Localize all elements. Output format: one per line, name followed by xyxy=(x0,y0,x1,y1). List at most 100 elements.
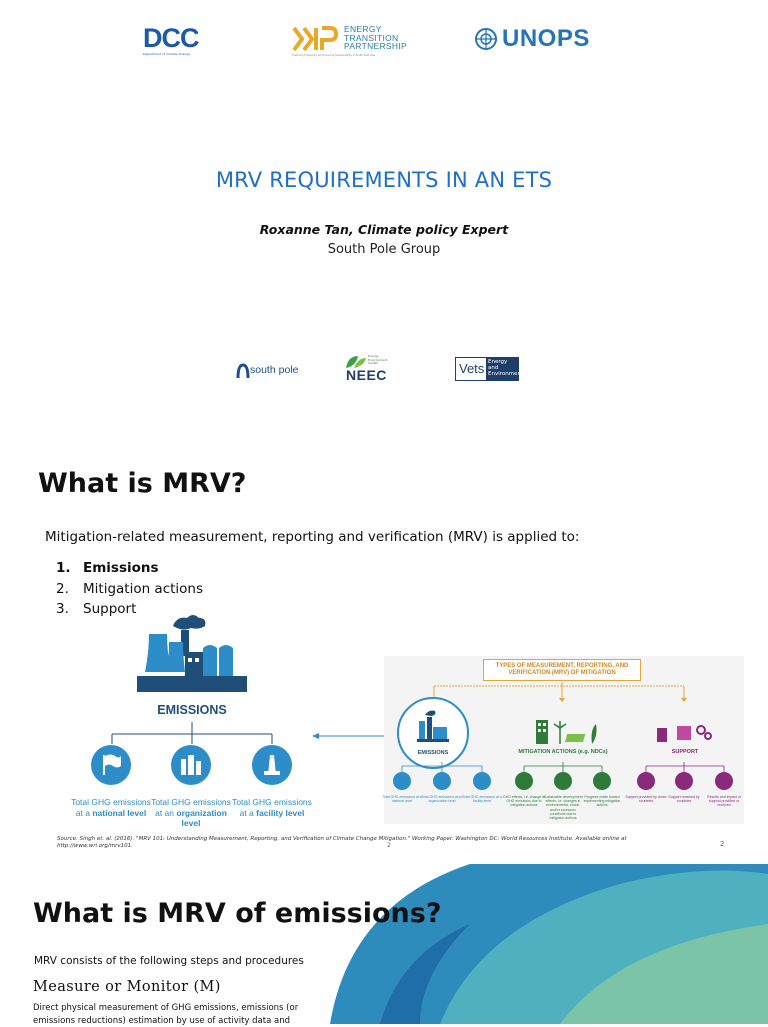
list-text: Support xyxy=(83,601,137,617)
sub-label: Total GHG emissions at an organization l… xyxy=(421,795,463,804)
list-item: 2. Mitigation actions xyxy=(56,579,203,600)
list-item: 3. Support xyxy=(56,599,203,620)
facility-level-circle xyxy=(252,745,292,785)
organization-level-label: Total GHG emissions at an organization l… xyxy=(151,797,231,829)
vets-side-panel: Energy and Environment xyxy=(486,357,524,381)
energy-transition-partnership-logo: ENERGY TRANSITION PARTNERSHIP Fostering … xyxy=(292,24,422,60)
neec-sub-line: Energy xyxy=(368,354,379,358)
dcc-logo-subtitle: Department of Climate Change xyxy=(143,52,190,56)
level-pre: Total GHG emissions xyxy=(71,797,151,807)
neec-logo-text: NEEC xyxy=(346,367,387,383)
page-number: 2 xyxy=(720,840,725,848)
vets-logo-text: Vets xyxy=(459,361,485,376)
source-citation: Source: Singh et. al. (2016). "MRV 101: … xyxy=(57,836,627,849)
south-pole-logo-text: south pole xyxy=(250,364,299,376)
level-name: national level xyxy=(92,807,147,818)
level-at: at an xyxy=(155,807,174,818)
mitigation-icon xyxy=(536,720,597,744)
level-at: at a xyxy=(75,807,90,818)
dcc-logo-text: DCC xyxy=(143,23,200,53)
organization-level-circle xyxy=(171,745,211,785)
level-at: at a xyxy=(239,807,254,818)
level-name: facility level xyxy=(256,807,305,818)
support-provided-icon xyxy=(637,772,655,790)
sub-label: Support provided by donor countries xyxy=(625,795,667,804)
vets-side-line: and xyxy=(488,365,499,371)
south-pole-arc-icon xyxy=(236,363,250,379)
slide-heading: What is MRV of emissions? xyxy=(33,898,442,929)
neec-sub-line: Environment xyxy=(368,357,388,362)
list-item: 1. Emissions xyxy=(56,558,203,579)
author-line: Roxanne Tan, Climate policy Expert xyxy=(259,222,509,237)
results-impact-icon xyxy=(715,772,733,790)
national-level-label: Total GHG emissions at a national level xyxy=(71,797,151,818)
mitigation-actions-label: MITIGATION ACTIONS (e.g. NDCs) xyxy=(518,749,608,755)
mrv-of-emissions-slide xyxy=(0,864,768,1024)
factory-icon xyxy=(137,615,247,692)
sub-label: Progress made toward implementing mitiga… xyxy=(583,795,621,808)
sustainable-dev-icon xyxy=(554,772,572,790)
sub-label: Total GHG emissions at a national level xyxy=(382,795,422,804)
chimney-small-icon xyxy=(473,772,491,790)
neec-subtitle: Energy Environment Center xyxy=(368,354,388,366)
chimney-icon xyxy=(264,755,280,775)
level-pre: Total GHG emissions xyxy=(151,797,231,807)
emissions-circle xyxy=(397,697,469,769)
emissions-label: EMISSIONS xyxy=(157,703,227,717)
sub-label: Sustainable development effects, i.e. ch… xyxy=(543,795,583,821)
list-text: Emissions xyxy=(83,560,159,576)
slide-heading: What is MRV? xyxy=(38,468,247,499)
vets-side-line: Environment xyxy=(488,371,524,377)
etp-line: PARTNERSHIP xyxy=(344,41,407,51)
unops-logo-text: UNOPS xyxy=(502,25,590,52)
vets-logo: Vets Energy and Environment xyxy=(455,357,524,381)
mrv-types-title-box: TYPES OF MEASUREMENT, REPORTING, AND VER… xyxy=(483,659,641,681)
un-emblem-icon xyxy=(475,28,497,50)
etp-tagline: Fostering Prosperity and Ensuring Sustai… xyxy=(292,54,376,57)
list-number: 2. xyxy=(56,580,69,597)
organization-line: South Pole Group xyxy=(327,242,441,257)
etp-line: TRANSITION xyxy=(344,32,399,43)
national-level-circle xyxy=(91,745,131,785)
neec-logo: Energy Environment Center NEEC xyxy=(342,354,406,384)
numbered-list: 1. Emissions 2. Mitigation actions 3. Suppo… xyxy=(56,558,203,620)
buildings-icon xyxy=(181,755,201,775)
sub-label: Total GHG emissions at a facility level xyxy=(462,795,502,804)
list-number: 1. xyxy=(56,560,71,576)
decorative-waves xyxy=(330,864,768,1024)
level-name: organization level xyxy=(176,807,227,829)
vets-box: Vets xyxy=(455,357,487,381)
sub-label: Support received by countries xyxy=(668,795,700,804)
etp-logo-text: ENERGY TRANSITION PARTNERSHIP xyxy=(344,25,407,51)
measure-subheading: Measure or Monitor (M) xyxy=(33,979,221,995)
support-label: SUPPORT xyxy=(671,749,699,755)
intro-text: MRV consists of the following steps and … xyxy=(34,955,304,967)
etp-line: ENERGY xyxy=(344,24,382,34)
sub-connector-lines xyxy=(401,762,725,772)
neec-sub-line: Center xyxy=(368,361,379,365)
sub-label: GHG effects, i.e. change in GHG emission… xyxy=(503,795,545,808)
list-text: Mitigation actions xyxy=(83,580,204,597)
list-number: 3. xyxy=(56,601,69,617)
facility-level-label: Total GHG emissions at a facility level xyxy=(232,797,312,818)
level-pre: Total GHG emissions xyxy=(232,797,312,807)
tree-connector-lines xyxy=(111,722,273,744)
leaf-icon xyxy=(346,356,366,368)
flag-icon xyxy=(103,754,121,775)
sub-label: Results and impact of support provided o… xyxy=(707,795,741,808)
intro-text: Mitigation-related measurement, reportin… xyxy=(45,529,580,545)
flag-small-icon xyxy=(393,772,411,790)
emissions-type-label: EMISSIONS xyxy=(417,750,449,756)
progress-icon xyxy=(593,772,611,790)
support-icon xyxy=(657,725,712,742)
buildings-small-icon xyxy=(433,772,451,790)
small-factory-icon xyxy=(417,710,449,742)
etp-chevron-icon xyxy=(292,26,339,52)
vets-side-line: Energy xyxy=(488,359,508,365)
slide-title: MRV REQUIREMENTS IN AN ETS xyxy=(215,168,553,192)
title-slide xyxy=(0,0,768,430)
support-received-icon xyxy=(675,772,693,790)
dcc-logo: DCC Department of Climate Change xyxy=(143,23,200,60)
ghg-effects-icon xyxy=(515,772,533,790)
measure-description: Direct physical measurement of GHG emiss… xyxy=(33,1003,299,1026)
